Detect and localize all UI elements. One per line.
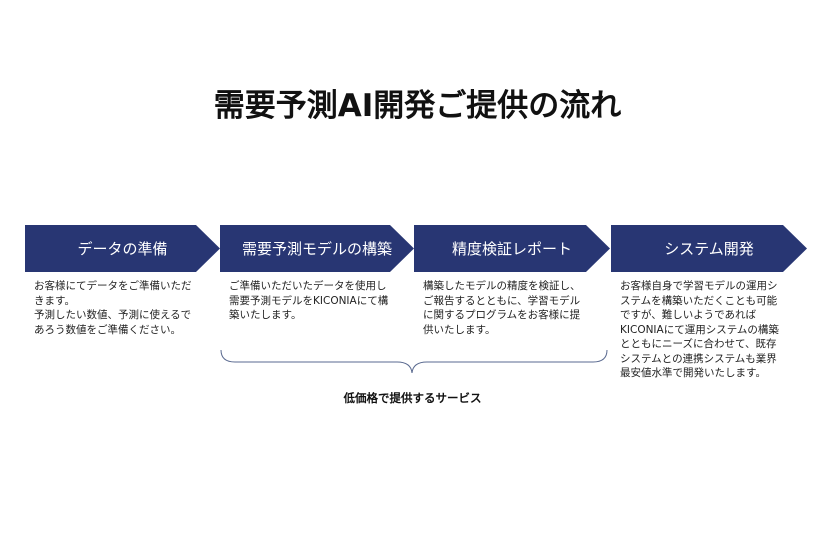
desc-line: お客様自身で学習モデルの運用シ (620, 280, 778, 292)
desc-line: 供いたします。 (423, 323, 496, 336)
desc-line: ステムを構築いただくことも可能 (620, 294, 778, 307)
desc-line: 予測したい数値、予測に使えるで (34, 309, 192, 321)
desc-line: 築いたします。 (229, 309, 302, 321)
desc-line: とともにニーズに合わせて、既存 (620, 338, 777, 350)
step-description-4: お客様自身で学習モデルの運用シ ステムを構築いただくことも可能 ですが、難しいよ… (620, 279, 779, 381)
step-description-1: お客様にてデータをご準備いただ きます。 予測したい数値、予測に使えるで あろう… (34, 279, 192, 337)
desc-line: ご準備いただいたデータを使用し (229, 280, 387, 292)
curly-brace (220, 349, 608, 374)
step-description-2: ご準備いただいたデータを使用し 需要予測モデルをKICONIAにて構 築いたしま… (229, 279, 388, 323)
desc-line: 最安値水準で開発いたします。 (620, 367, 766, 379)
desc-line: に関するプログラムをお客様に提 (423, 309, 581, 321)
step-system-development: システム開発 (611, 225, 807, 272)
desc-line: KICONIAにて運用システムの構築 (620, 323, 779, 336)
page-title: 需要予測AI開発ご提供の流れ (213, 88, 622, 124)
desc-line: ご報告するとともに、学習モデル (423, 294, 581, 307)
brace-label: 低価格で提供するサービス (343, 391, 482, 405)
desc-line: 構築したモデルの精度を検証し、 (423, 280, 581, 292)
step-data-preparation: データの準備 (25, 225, 220, 272)
desc-line: ですが、難しいようであれば (620, 309, 756, 321)
step-model-building: 需要予測モデルの構築 (220, 225, 414, 272)
desc-line: 需要予測モデルをKICONIAにて構 (229, 294, 389, 307)
step-accuracy-report: 精度検証レポート (414, 225, 610, 272)
desc-line: あろう数値をご準備ください。 (34, 323, 181, 336)
step-description-3: 構築したモデルの精度を検証し、 ご報告するとともに、学習モデル に関するプログラ… (423, 279, 581, 337)
desc-line: お客様にてデータをご準備いただ (34, 280, 192, 292)
desc-line: きます。 (34, 294, 75, 307)
desc-line: システムとの連携システムも業界 (620, 352, 777, 365)
